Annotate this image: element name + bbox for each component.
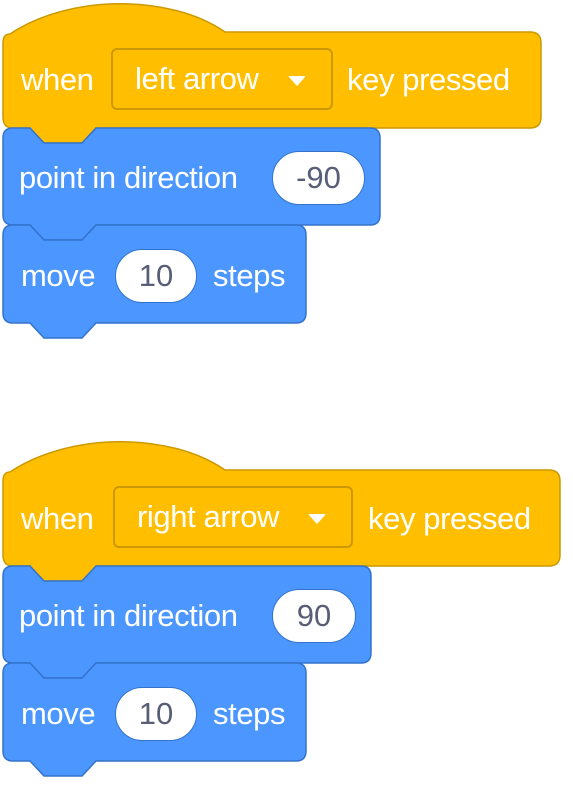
point-direction-label: point in direction <box>19 160 238 195</box>
key-dropdown-value: right arrow <box>137 499 280 534</box>
key-dropdown-value: left arrow <box>135 61 259 96</box>
hat-when-label: when <box>21 62 94 97</box>
steps-label: steps <box>213 258 286 293</box>
dropdown-caret-icon <box>308 514 326 524</box>
hat-suffix-label: key pressed <box>368 501 531 536</box>
point-direction-block-shape[interactable] <box>2 565 372 679</box>
hat-suffix-label: key pressed <box>347 62 510 97</box>
direction-input[interactable]: 90 <box>272 589 356 643</box>
hat-when-label: when <box>21 501 94 536</box>
steps-input[interactable]: 10 <box>115 687 197 741</box>
steps-input[interactable]: 10 <box>115 249 197 303</box>
dropdown-caret-icon <box>288 76 306 86</box>
script-right-arrow: when right arrow key pressed point in di… <box>0 438 573 788</box>
move-label: move <box>21 696 96 731</box>
key-dropdown[interactable]: left arrow <box>111 48 333 110</box>
key-dropdown[interactable]: right arrow <box>113 486 353 548</box>
direction-input[interactable]: -90 <box>272 151 365 205</box>
move-label: move <box>21 258 96 293</box>
script-left-arrow: when left arrow key pressed point in dir… <box>0 0 573 350</box>
point-direction-label: point in direction <box>19 598 238 633</box>
steps-label: steps <box>213 696 286 731</box>
